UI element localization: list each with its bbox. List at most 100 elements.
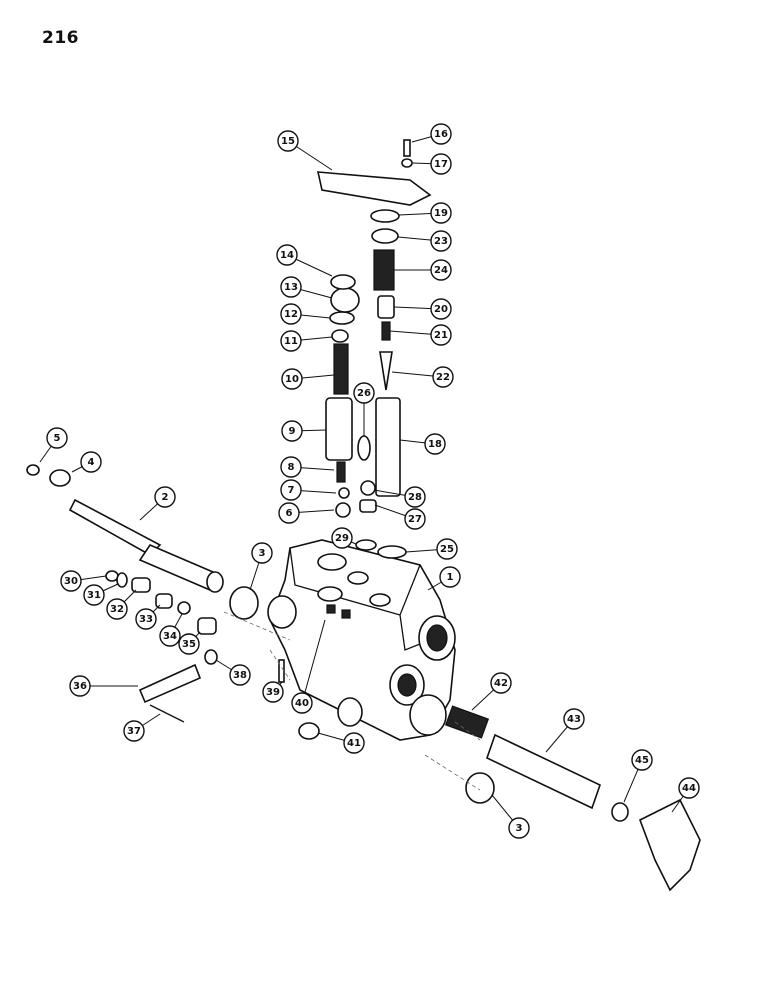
callout-29: 29	[331, 527, 357, 549]
callout-31: 31	[83, 583, 119, 606]
callout-number: 43	[567, 714, 581, 725]
ring-part-14	[330, 274, 356, 290]
callout-22: 22	[391, 366, 454, 388]
spring-part-left	[333, 343, 349, 395]
callout-number: 3	[259, 548, 266, 559]
callout-circle	[678, 777, 700, 799]
callout-number: 22	[436, 372, 450, 383]
plunger-part	[325, 397, 353, 461]
callout-circle	[430, 230, 452, 252]
callout-circle	[563, 708, 585, 730]
callout-32: 32	[106, 589, 137, 620]
callout-circle	[229, 664, 251, 686]
washer-part-12	[329, 311, 355, 325]
callout-13: 13	[280, 276, 333, 299]
spring-part-21	[381, 321, 391, 341]
spool-part	[68, 498, 224, 593]
callout-circle	[281, 368, 303, 390]
screw-part	[403, 139, 411, 157]
callout-circle	[430, 202, 452, 224]
callout-21: 21	[389, 324, 452, 346]
spring-part-24	[373, 249, 395, 291]
callout-number: 2	[162, 492, 169, 503]
callout-circle	[280, 303, 302, 325]
callout-42: 42	[471, 672, 512, 711]
plug-part-32	[131, 577, 151, 593]
callout-1: 1	[427, 566, 461, 591]
callout-circle	[353, 382, 375, 404]
callout-20: 20	[393, 298, 452, 320]
oring-part-25	[377, 545, 407, 559]
callout-8: 8	[280, 456, 335, 478]
callout-number: 16	[434, 129, 448, 140]
valve-body	[267, 539, 456, 741]
callout-circle	[343, 732, 365, 754]
spring-part-8	[336, 461, 346, 483]
callout-number: 9	[289, 426, 296, 437]
callout-number: 10	[285, 374, 299, 385]
callout-circle	[432, 366, 454, 388]
callout-14: 14	[276, 244, 333, 277]
page-number: 216	[42, 28, 79, 48]
spool-part-43	[486, 733, 601, 810]
callout-37: 37	[123, 713, 161, 742]
callout-circle	[490, 672, 512, 694]
oring-part-38	[204, 649, 218, 665]
callout-number: 14	[280, 250, 294, 261]
callout-number: 21	[434, 330, 448, 341]
seal-part-upper	[229, 586, 259, 620]
ring-part-30	[105, 570, 119, 582]
callout-45: 45	[623, 749, 653, 803]
pin-part-37	[149, 704, 185, 723]
callout-circle	[430, 259, 452, 281]
callout-number: 6	[286, 508, 293, 519]
callout-3: 3	[249, 542, 273, 591]
callout-circle	[404, 508, 426, 530]
callout-circle	[83, 584, 105, 606]
callout-6: 6	[278, 502, 335, 524]
callout-circle	[508, 817, 530, 839]
callout-number: 40	[295, 698, 309, 709]
callout-number: 32	[110, 604, 124, 615]
cover-plate-part	[316, 171, 432, 206]
callout-circle	[106, 598, 128, 620]
retainer-part-23	[371, 228, 399, 244]
callout-39: 39	[262, 681, 284, 703]
callout-number: 19	[434, 208, 448, 219]
seal-part-lower	[465, 772, 495, 804]
sleeve-part-18	[375, 397, 401, 497]
callout-circle	[159, 625, 181, 647]
callout-7: 7	[280, 479, 337, 501]
washer-part	[49, 469, 71, 487]
callout-circle	[430, 153, 452, 175]
callout-circle	[430, 324, 452, 346]
spring-part-26	[357, 435, 371, 461]
callout-25: 25	[405, 538, 458, 560]
callout-circle	[631, 749, 653, 771]
callout-circle	[280, 456, 302, 478]
callout-number: 34	[163, 631, 177, 642]
parts-illustration	[26, 139, 701, 892]
callout-number: 23	[434, 236, 448, 247]
pin-part-36	[138, 663, 202, 704]
callout-33: 33	[135, 604, 161, 630]
callout-number: 1	[447, 572, 454, 583]
callout-circle	[46, 427, 68, 449]
callout-labels: 1233456789101112131415161718192021222324…	[39, 123, 700, 839]
callout-number: 33	[139, 614, 153, 625]
callout-number: 8	[288, 462, 295, 473]
callout-number: 25	[440, 544, 454, 555]
callout-circle	[154, 486, 176, 508]
poppet-part-20	[377, 295, 395, 319]
callout-circle	[278, 502, 300, 524]
ball-part-27	[360, 480, 376, 496]
callout-number: 13	[284, 282, 298, 293]
callout-number: 37	[127, 726, 141, 737]
oring-part-31	[116, 572, 128, 588]
callout-number: 36	[73, 681, 87, 692]
callout-circle	[439, 566, 461, 588]
ball-part-34	[177, 601, 191, 615]
callout-35: 35	[178, 631, 201, 655]
callout-number: 12	[284, 309, 298, 320]
